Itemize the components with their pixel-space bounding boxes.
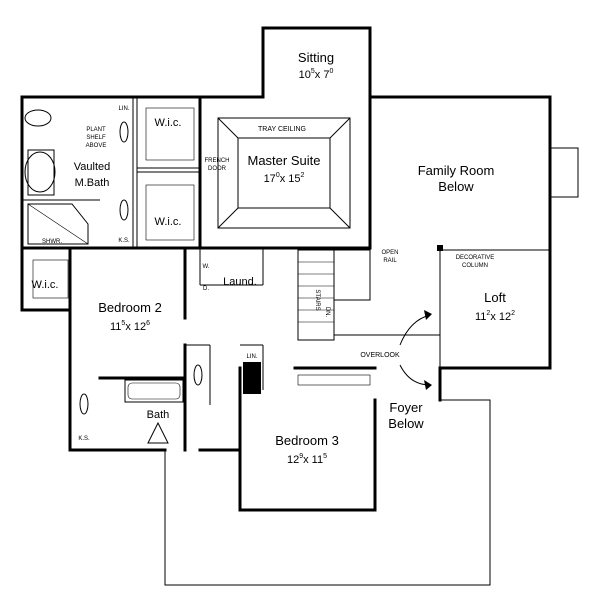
- bedroom2-dims: 115x 126: [110, 320, 150, 333]
- interior-walls: [22, 97, 371, 405]
- overlook-label: OVERLOOK: [360, 352, 400, 359]
- loft-label: Loft: [484, 290, 506, 305]
- master-suite-dims: 170x 152: [264, 172, 305, 185]
- family-room-below: Below: [438, 179, 474, 194]
- bedroom3-label: Bedroom 3: [275, 433, 339, 448]
- sitting-label: Sitting: [298, 50, 334, 65]
- wic-3-label: W.i.c.: [32, 279, 59, 291]
- master-suite-label: Master Suite: [248, 153, 321, 168]
- foyer-below: Below: [388, 416, 424, 431]
- wic-1-label: W.i.c.: [155, 117, 182, 129]
- knee-space-label-1: K.S.: [118, 238, 130, 244]
- open-rail-label-1: OPEN: [381, 250, 398, 256]
- exterior-walls: [20, 26, 579, 512]
- family-room-label: Family Room: [418, 163, 495, 178]
- sitting-dims: 105x 70: [299, 68, 334, 81]
- open-rail-label-2: RAIL: [383, 258, 397, 264]
- overlook-arrows: [399, 310, 432, 390]
- stairs-label: STAIRS: [314, 289, 320, 310]
- linen-label-2: LIN.: [246, 354, 257, 360]
- dryer-label: D.: [203, 286, 209, 292]
- shower-label: SHWR.: [42, 239, 62, 245]
- decorative-column-label-1: DECORATIVE: [456, 255, 495, 261]
- plant-shelf-label-3: ABOVE: [86, 143, 107, 149]
- plant-shelf-label-2: SHELF: [86, 135, 106, 141]
- loft-dims: 112x 122: [475, 310, 515, 323]
- tray-ceiling: [217, 117, 351, 229]
- foyer-label: Foyer: [389, 400, 423, 415]
- wic-2-label: W.i.c.: [155, 216, 182, 228]
- french-door-label-1: FRENCH: [205, 158, 230, 164]
- washer-label: W.: [203, 264, 210, 270]
- bath-label: Bath: [147, 409, 170, 421]
- linen-label-1: LIN.: [118, 106, 129, 112]
- stairs: [297, 245, 550, 368]
- bedroom3-dims: 129x 115: [287, 453, 327, 466]
- vaulted-label: Vaulted: [74, 161, 111, 173]
- front-porch: [164, 399, 491, 586]
- master-bath-label: M.Bath: [75, 177, 110, 189]
- tray-ceiling-label: TRAY CEILING: [258, 126, 306, 133]
- plant-shelf-label-1: PLANT: [86, 127, 106, 133]
- knee-space-label-2: K.S.: [78, 436, 90, 442]
- laundry-label: Laund.: [223, 276, 257, 288]
- french-door-label-2: DOOR: [208, 166, 227, 172]
- decorative-column-label-2: COLUMN: [462, 263, 488, 269]
- bath-fixtures: [24, 109, 203, 444]
- bedroom2-label: Bedroom 2: [98, 300, 162, 315]
- stairs-down-label: DN.: [324, 307, 330, 318]
